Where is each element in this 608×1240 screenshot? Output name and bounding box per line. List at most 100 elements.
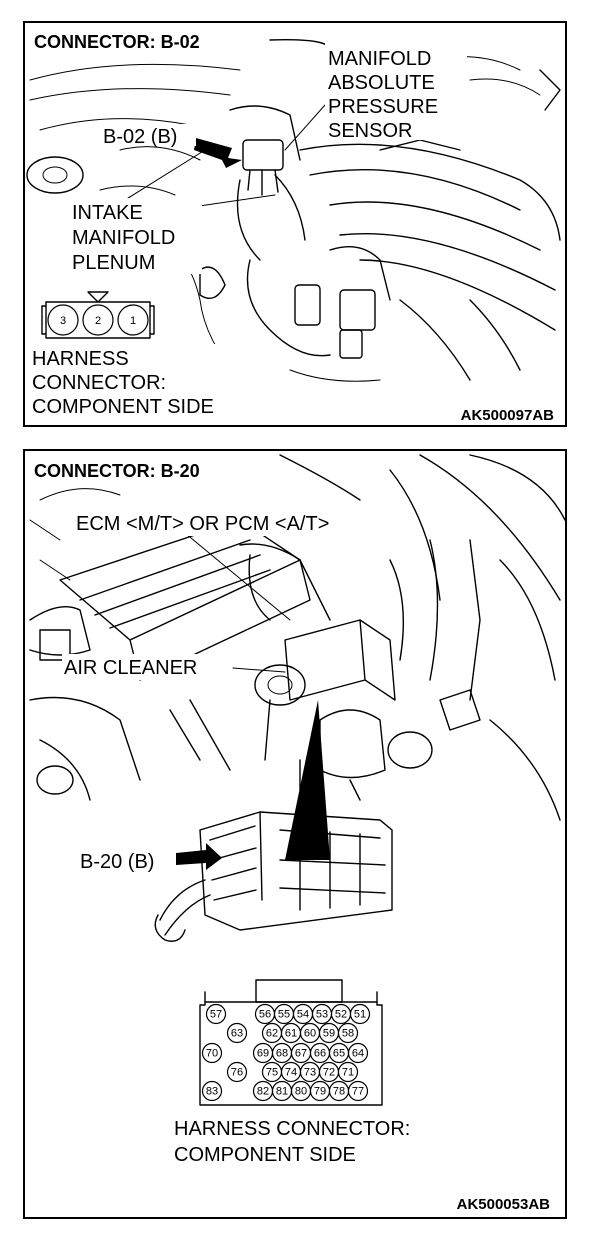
svg-text:INTAKE: INTAKE xyxy=(72,202,143,224)
svg-text:HARNESS: HARNESS xyxy=(32,348,129,370)
figure-code: AK500053AB xyxy=(457,1196,551,1213)
svg-text:1: 1 xyxy=(130,315,136,327)
pin-label: 81 xyxy=(276,1086,288,1098)
pin-label: 69 xyxy=(257,1048,269,1060)
pin-label: 70 xyxy=(206,1048,218,1060)
pin-2: 2 xyxy=(82,304,114,336)
pin-label: 60 xyxy=(304,1028,316,1040)
pin-label: 58 xyxy=(342,1028,354,1040)
pin-82: 82 xyxy=(252,1080,274,1102)
pin-79: 79 xyxy=(309,1080,331,1102)
pin-70: 70 xyxy=(201,1042,223,1064)
pin-label: 82 xyxy=(257,1086,269,1098)
panel-b02: CONNECTOR: B-02 MANIFOLD ABSOLUTE PRESSU… xyxy=(23,21,567,427)
pin-55: 55 xyxy=(273,1003,295,1025)
svg-text:MANIFOLD: MANIFOLD xyxy=(72,227,175,249)
pin-81: 81 xyxy=(271,1080,293,1102)
pin-label: 59 xyxy=(323,1028,335,1040)
harness-label: HARNESS CONNECTOR: COMPONENT SIDE xyxy=(32,348,214,418)
pin-label: 79 xyxy=(314,1086,326,1098)
map-sensor xyxy=(242,139,284,171)
pin-76: 76 xyxy=(226,1061,248,1083)
pin-67: 67 xyxy=(290,1042,312,1064)
pin-label: 51 xyxy=(354,1009,366,1021)
arrow-icon xyxy=(176,843,222,870)
pin-64: 64 xyxy=(347,1042,369,1064)
pin-label: 73 xyxy=(304,1067,316,1079)
pin-label: 61 xyxy=(285,1028,297,1040)
pin-57: 57 xyxy=(205,1003,227,1025)
svg-text:HARNESS CONNECTOR:: HARNESS CONNECTOR: xyxy=(174,1118,410,1140)
panel-title: CONNECTOR: B-02 xyxy=(34,32,200,52)
plenum-label: INTAKE MANIFOLD PLENUM xyxy=(72,202,175,274)
panel-title: CONNECTOR: B-20 xyxy=(34,461,200,481)
pin-71: 71 xyxy=(337,1061,359,1083)
pin-label: 76 xyxy=(231,1067,243,1079)
svg-text:SENSOR: SENSOR xyxy=(328,120,412,142)
pin-53: 53 xyxy=(311,1003,333,1025)
svg-text:2: 2 xyxy=(95,315,101,327)
pin-78: 78 xyxy=(328,1080,350,1102)
figure-code: AK500097AB xyxy=(461,407,555,424)
svg-text:CONNECTOR:: CONNECTOR: xyxy=(32,372,166,394)
connector-ref: B-02 (B) xyxy=(103,126,177,148)
pin-62: 62 xyxy=(261,1022,283,1044)
pin-label: 78 xyxy=(333,1086,345,1098)
pin-63: 63 xyxy=(226,1022,248,1044)
pin-label: 55 xyxy=(278,1009,290,1021)
pin-label: 65 xyxy=(333,1048,345,1060)
pin-label: 71 xyxy=(342,1067,354,1079)
pin-69: 69 xyxy=(252,1042,274,1064)
pin-65: 65 xyxy=(328,1042,350,1064)
panel-frame xyxy=(23,449,567,1219)
pin-label: 67 xyxy=(295,1048,307,1060)
pin-label: 52 xyxy=(335,1009,347,1021)
pointer-icon xyxy=(285,700,330,860)
pin-51: 51 xyxy=(349,1003,371,1025)
svg-text:COMPONENT SIDE: COMPONENT SIDE xyxy=(32,396,214,418)
pin-58: 58 xyxy=(337,1022,359,1044)
svg-text:MANIFOLD: MANIFOLD xyxy=(328,48,431,70)
svg-text:ABSOLUTE: ABSOLUTE xyxy=(328,72,435,94)
connector-b02-face: 3 2 1 xyxy=(28,286,168,344)
pin-1: 1 xyxy=(117,304,149,336)
svg-text:PLENUM: PLENUM xyxy=(72,252,155,274)
pin-label: 77 xyxy=(352,1086,364,1098)
pin-68: 68 xyxy=(271,1042,293,1064)
panel-frame xyxy=(23,21,567,427)
pin-label: 56 xyxy=(259,1009,271,1021)
pin-label: 83 xyxy=(206,1086,218,1098)
pin-label: 62 xyxy=(266,1028,278,1040)
pin-72: 72 xyxy=(318,1061,340,1083)
connector-b20-face: 57 56 55 54 53 52 51 63 62 61 60 59 58 70 69 68 67 66 65 64… xyxy=(199,979,383,1106)
panel-b20: CONNECTOR: B-20 ECM <M/T> OR PCM <A/T> A… xyxy=(23,449,567,1219)
pin-label: 75 xyxy=(266,1067,278,1079)
pin-52: 52 xyxy=(330,1003,352,1025)
air-cleaner-label: AIR CLEANER xyxy=(64,657,197,679)
pin-grid: 57 56 55 54 53 52 51 63 62 61 60 59 58 70 69 68 67 66 65 64… xyxy=(201,1003,371,1102)
pin-74: 74 xyxy=(280,1061,302,1083)
pin-label: 66 xyxy=(314,1048,326,1060)
pin-label: 72 xyxy=(323,1067,335,1079)
connector-ref: B-20 (B) xyxy=(80,851,154,873)
pin-label: 74 xyxy=(285,1067,297,1079)
pin-66: 66 xyxy=(309,1042,331,1064)
pin-label: 54 xyxy=(297,1009,309,1021)
pin-label: 68 xyxy=(276,1048,288,1060)
pin-77: 77 xyxy=(347,1080,369,1102)
ecm-module xyxy=(154,811,393,942)
pin-label: 53 xyxy=(316,1009,328,1021)
sensor-label: MANIFOLD ABSOLUTE PRESSURE SENSOR xyxy=(328,48,438,142)
pin-54: 54 xyxy=(292,1003,314,1025)
ecm-label: ECM <M/T> OR PCM <A/T> xyxy=(76,513,329,535)
svg-text:PRESSURE: PRESSURE xyxy=(328,96,438,118)
pin-80: 80 xyxy=(290,1080,312,1102)
arrow-icon xyxy=(194,138,242,168)
pin-56: 56 xyxy=(254,1003,276,1025)
pin-3: 3 xyxy=(47,304,79,336)
pin-61: 61 xyxy=(280,1022,302,1044)
pin-label: 64 xyxy=(352,1048,364,1060)
pin-59: 59 xyxy=(318,1022,340,1044)
pin-label: 80 xyxy=(295,1086,307,1098)
pin-83: 83 xyxy=(201,1080,223,1102)
